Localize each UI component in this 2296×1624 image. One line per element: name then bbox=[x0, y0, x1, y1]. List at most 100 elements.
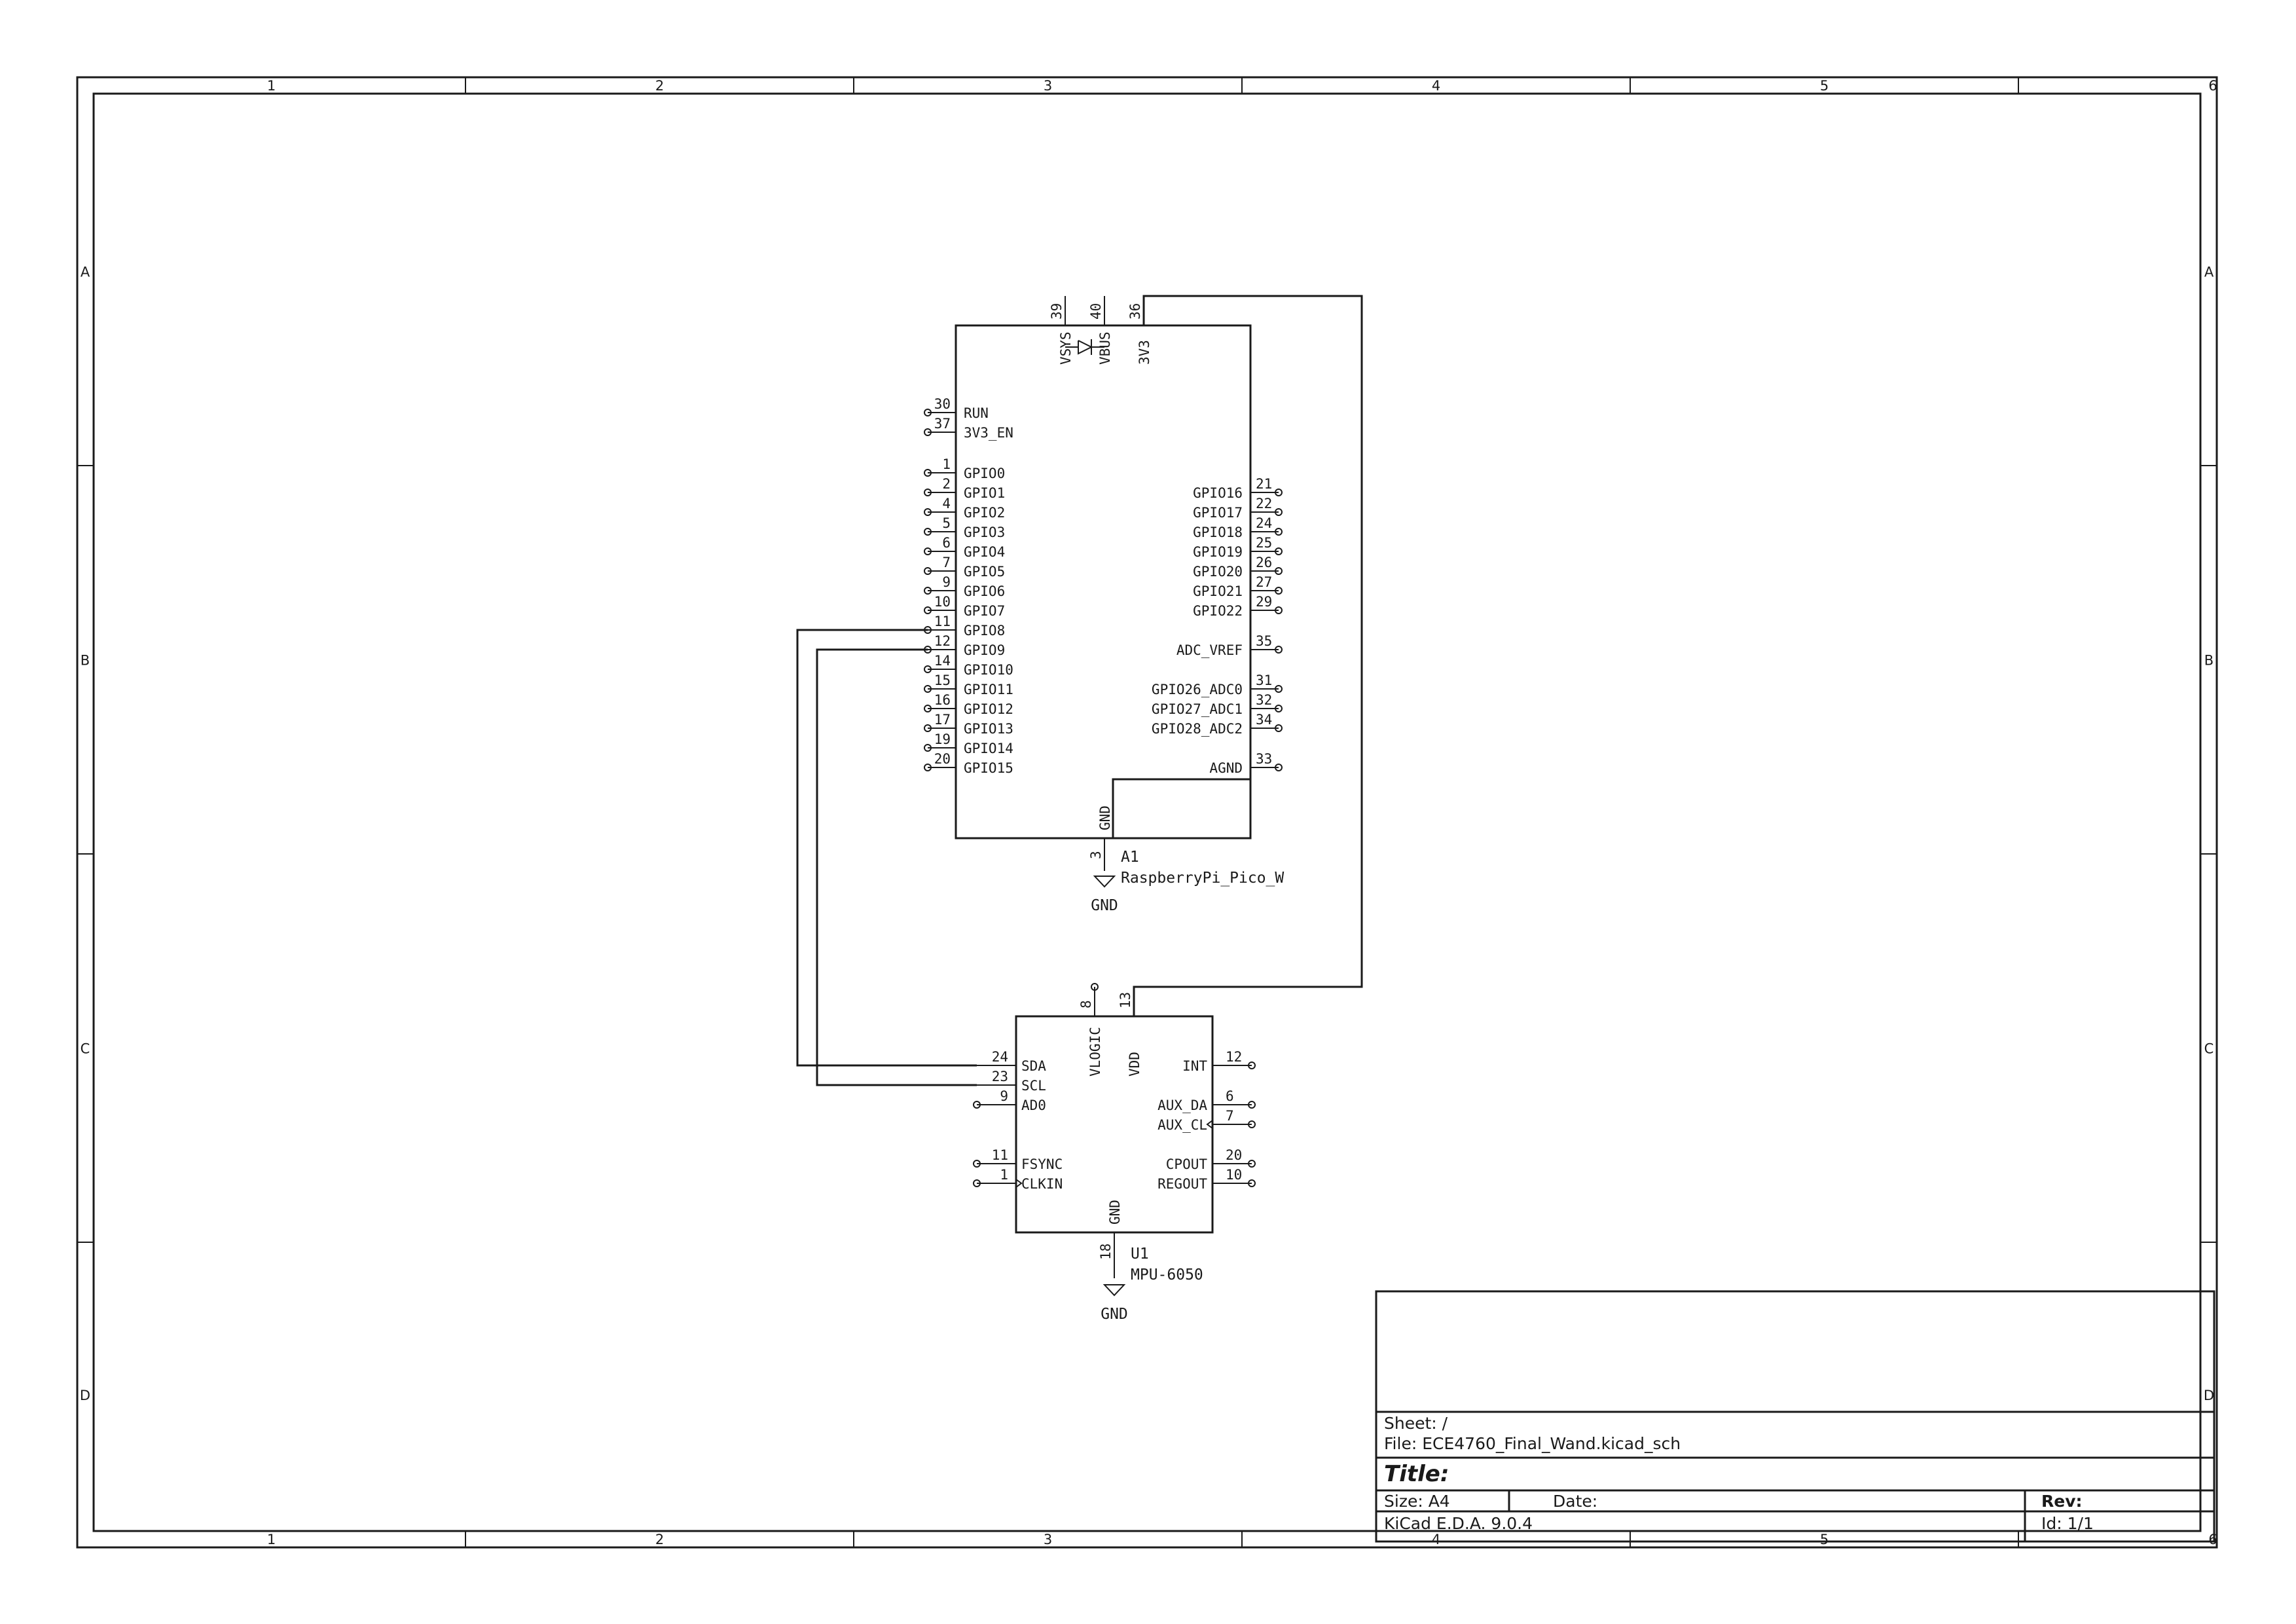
pico-pin-16-name: GPIO12 bbox=[964, 701, 1013, 717]
pico-pin-2-name: GPIO1 bbox=[964, 485, 1005, 501]
pico-pin-10-number: 10 bbox=[934, 594, 951, 610]
pico-body bbox=[955, 324, 1252, 840]
pico-pin-33-endpoint bbox=[1275, 764, 1283, 771]
mpu-pin-23-name: SCL bbox=[1021, 1078, 1046, 1094]
pico-pin-2-endpoint bbox=[924, 489, 932, 496]
pico-pin-33-number: 33 bbox=[1256, 751, 1272, 767]
pico-pin-30-name: RUN bbox=[964, 405, 989, 421]
pico-pin-10-name: GPIO7 bbox=[964, 603, 1005, 619]
pico-pin-31-endpoint bbox=[1275, 685, 1283, 693]
pico-pin-5-name: GPIO3 bbox=[964, 525, 1005, 540]
pico-pin-30-endpoint bbox=[924, 409, 932, 416]
pico-pin-1-name: GPIO0 bbox=[964, 466, 1005, 481]
gnd-symbol-pico-label: GND bbox=[1091, 897, 1118, 914]
pico-pin-14-number: 14 bbox=[934, 653, 951, 669]
pico-pin-6-name: GPIO4 bbox=[964, 544, 1005, 560]
pico-pin-27-name: GPIO21 bbox=[1193, 583, 1243, 599]
mpu-pin-9-number: 9 bbox=[1000, 1088, 1008, 1104]
mpu-pin-13-number: 13 bbox=[1118, 992, 1133, 1008]
pico-pin-24-name: GPIO18 bbox=[1193, 525, 1243, 540]
mpu-6050-symbol[interactable]: 24SDA23SCL9AD011FSYNC1CLKIN12INT6AUX_DA7… bbox=[973, 983, 1256, 1283]
pico-pin-5-endpoint bbox=[924, 528, 932, 536]
pico-pin-6-number: 6 bbox=[942, 535, 951, 551]
wire-sda-gpio8 bbox=[796, 629, 977, 1067]
mpu-pin-11-endpoint bbox=[973, 1160, 981, 1168]
inner-border bbox=[92, 92, 2202, 1532]
title-block: Sheet: /File: ECE4760_Final_Wand.kicad_s… bbox=[1375, 1290, 2215, 1543]
pico-pin-27-number: 27 bbox=[1256, 574, 1272, 590]
pico-pin-1-endpoint bbox=[924, 469, 932, 477]
pico-pin-19-number: 19 bbox=[934, 731, 951, 747]
gnd-symbol-mpu-icon bbox=[1102, 1284, 1126, 1297]
pico-pin-34-number: 34 bbox=[1256, 712, 1272, 728]
mpu-pin-18-name: GND bbox=[1107, 1200, 1123, 1225]
pico-pin-35-name: ADC_VREF bbox=[1176, 642, 1243, 658]
pico-pin-5-number: 5 bbox=[942, 515, 951, 531]
raspberry-pi-pico-w-symbol[interactable]: 30RUN373V3_EN1GPIO02GPIO14GPIO25GPIO36GP… bbox=[924, 296, 1284, 887]
column-label-top: 4 bbox=[1432, 78, 1440, 94]
mpu-pin-9-endpoint bbox=[973, 1101, 981, 1109]
tb-file: File: ECE4760_Final_Wand.kicad_sch bbox=[1384, 1434, 1681, 1453]
tb-id: Id: 1/1 bbox=[2041, 1514, 2094, 1533]
mpu-pin-6-endpoint bbox=[1248, 1101, 1256, 1109]
pico-pin-34-endpoint bbox=[1275, 724, 1283, 732]
pico-pin-3-name: GND bbox=[1097, 805, 1113, 830]
column-label-top: 3 bbox=[1044, 78, 1052, 94]
pico-pin-10-endpoint bbox=[924, 606, 932, 614]
mpu-pin-7-name: AUX_CL bbox=[1157, 1117, 1207, 1133]
mpu-pin-24-number: 24 bbox=[992, 1049, 1008, 1065]
mpu-pin-20-endpoint bbox=[1248, 1160, 1256, 1168]
pico-pin-25-endpoint bbox=[1275, 547, 1283, 555]
pico-pin-34-name: GPIO28_ADC2 bbox=[1152, 721, 1243, 737]
pico-pin-37-name: 3V3_EN bbox=[964, 425, 1013, 441]
mpu-pin-20-number: 20 bbox=[1226, 1147, 1242, 1163]
gnd-symbol-pico-icon bbox=[1093, 876, 1116, 888]
wires bbox=[796, 295, 1363, 1086]
pico-pin-22-endpoint bbox=[1275, 508, 1283, 516]
mpu-pin-20-name: CPOUT bbox=[1166, 1156, 1208, 1172]
pico-pin-4-name: GPIO2 bbox=[964, 505, 1005, 521]
pico-pin-3-number: 3 bbox=[1088, 851, 1104, 859]
column-label-bottom: 1 bbox=[267, 1532, 276, 1547]
pico-pin-26-number: 26 bbox=[1256, 555, 1272, 570]
pico-pin-40-name: VBUS bbox=[1097, 331, 1113, 365]
pico-value: RaspberryPi_Pico_W bbox=[1121, 870, 1284, 887]
pico-pin-32-number: 32 bbox=[1256, 692, 1272, 708]
pico-pin-32-name: GPIO27_ADC1 bbox=[1152, 701, 1243, 717]
pico-pin-21-endpoint bbox=[1275, 489, 1283, 496]
pico-pin-15-name: GPIO11 bbox=[964, 682, 1013, 697]
column-label-bottom: 3 bbox=[1044, 1532, 1052, 1547]
pico-pin-16-number: 16 bbox=[934, 692, 951, 708]
pico-pin-32-endpoint bbox=[1275, 705, 1283, 712]
pico-pin-36-number: 36 bbox=[1127, 303, 1143, 320]
pico-pin-17-endpoint bbox=[924, 724, 932, 732]
mpu-reference: U1 bbox=[1131, 1246, 1149, 1263]
mpu-pin-11-name: FSYNC bbox=[1021, 1156, 1063, 1172]
row-label-right: D bbox=[2204, 1388, 2214, 1403]
column-label-bottom: 6 bbox=[2208, 1532, 2217, 1547]
pico-pin-7-endpoint bbox=[924, 567, 932, 575]
pico-vsys-vbus-diode-icon bbox=[1078, 340, 1093, 355]
pico-pin-39-number: 39 bbox=[1049, 303, 1065, 320]
pico-pin-9-number: 9 bbox=[942, 574, 951, 590]
mpu-pin-1-endpoint bbox=[973, 1179, 981, 1187]
pico-pin-15-number: 15 bbox=[934, 673, 951, 688]
gnd-symbol-mpu-label: GND bbox=[1101, 1306, 1128, 1323]
pico-pin-29-number: 29 bbox=[1256, 594, 1272, 610]
tb-title: Title: bbox=[1384, 1461, 1449, 1487]
row-label-right: A bbox=[2204, 265, 2214, 280]
row-label-left: C bbox=[81, 1041, 90, 1057]
pico-pin-14-name: GPIO10 bbox=[964, 662, 1013, 678]
pico-pin-24-number: 24 bbox=[1256, 515, 1272, 531]
tb-date: Date: bbox=[1553, 1492, 1597, 1511]
mpu-pin-9-name: AD0 bbox=[1021, 1098, 1046, 1113]
mpu-pin-1-number: 1 bbox=[1000, 1167, 1008, 1183]
pico-pin-20-number: 20 bbox=[934, 751, 951, 767]
pico-pin-16-endpoint bbox=[924, 705, 932, 712]
pico-pin-31-name: GPIO26_ADC0 bbox=[1152, 682, 1243, 697]
pico-pin-27-endpoint bbox=[1275, 587, 1283, 595]
pico-pin-35-number: 35 bbox=[1256, 633, 1272, 649]
mpu-auxcl-clock-icon bbox=[1206, 1120, 1213, 1129]
mpu-pin-8-name: VLOGIC bbox=[1087, 1027, 1103, 1077]
pico-pin-15-endpoint bbox=[924, 685, 932, 693]
